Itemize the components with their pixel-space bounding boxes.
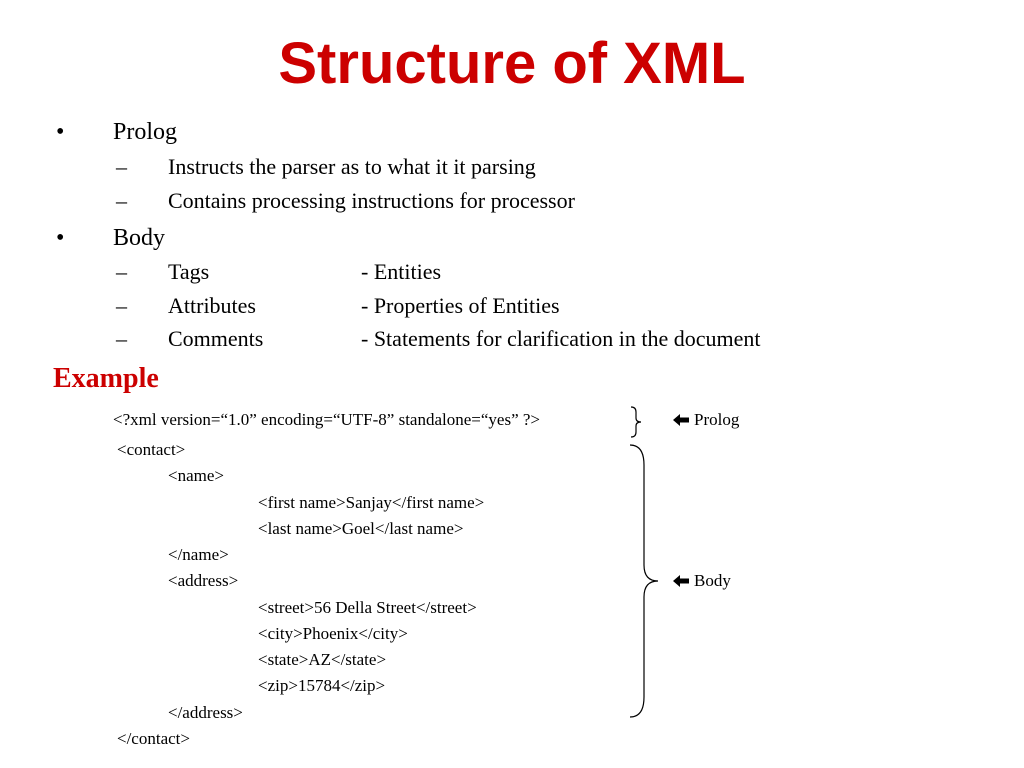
bullet-prolog: Prolog xyxy=(113,119,178,145)
bullet-icon: • xyxy=(56,119,65,145)
body-annotation: Body xyxy=(694,571,731,590)
xml-code-line: </address> xyxy=(168,703,243,722)
xml-prolog-line: <?xml version=“1.0” encoding=“UTF-8” sta… xyxy=(113,410,540,429)
xml-code-line: <last name>Goel</last name> xyxy=(258,519,464,538)
dash-icon: – xyxy=(116,259,127,284)
body-subitem-term: Attributes xyxy=(168,293,256,318)
body-brace xyxy=(629,444,659,718)
bullet-body: Body xyxy=(113,225,166,251)
xml-code-line: <city>Phoenix</city> xyxy=(258,624,408,643)
dash-icon: – xyxy=(116,188,127,213)
xml-code-line: <contact> xyxy=(117,440,186,459)
prolog-subitem: Instructs the parser as to what it it pa… xyxy=(168,154,536,179)
xml-code-line: <state>AZ</state> xyxy=(258,650,387,669)
dash-icon: – xyxy=(116,326,127,351)
xml-code-line: </name> xyxy=(168,545,229,564)
slide-title: Structure of XML xyxy=(278,31,746,96)
dash-icon: – xyxy=(116,154,127,179)
xml-code-line: </contact> xyxy=(117,729,190,748)
dash-icon: – xyxy=(116,293,127,318)
example-heading: Example xyxy=(53,363,159,394)
prolog-annotation: Prolog xyxy=(694,410,740,429)
xml-code-line: <address> xyxy=(168,571,239,590)
xml-code-line: <street>56 Della Street</street> xyxy=(258,598,477,617)
xml-code-line: <zip>15784</zip> xyxy=(258,676,386,695)
body-subitem-desc: - Properties of Entities xyxy=(361,293,560,318)
body-subitem-desc: - Statements for clarification in the do… xyxy=(361,326,761,351)
bullet-icon: • xyxy=(56,225,65,251)
xml-code-line: <first name>Sanjay</first name> xyxy=(258,493,485,512)
xml-code-line: <name> xyxy=(168,466,224,485)
body-subitem-term: Comments xyxy=(168,326,264,351)
prolog-brace xyxy=(630,406,642,438)
body-subitem-term: Tags xyxy=(168,259,210,284)
left-arrow-icon xyxy=(673,575,689,587)
body-subitem-desc: - Entities xyxy=(361,259,442,284)
prolog-subitem: Contains processing instructions for pro… xyxy=(168,188,575,213)
left-arrow-icon xyxy=(673,414,689,426)
